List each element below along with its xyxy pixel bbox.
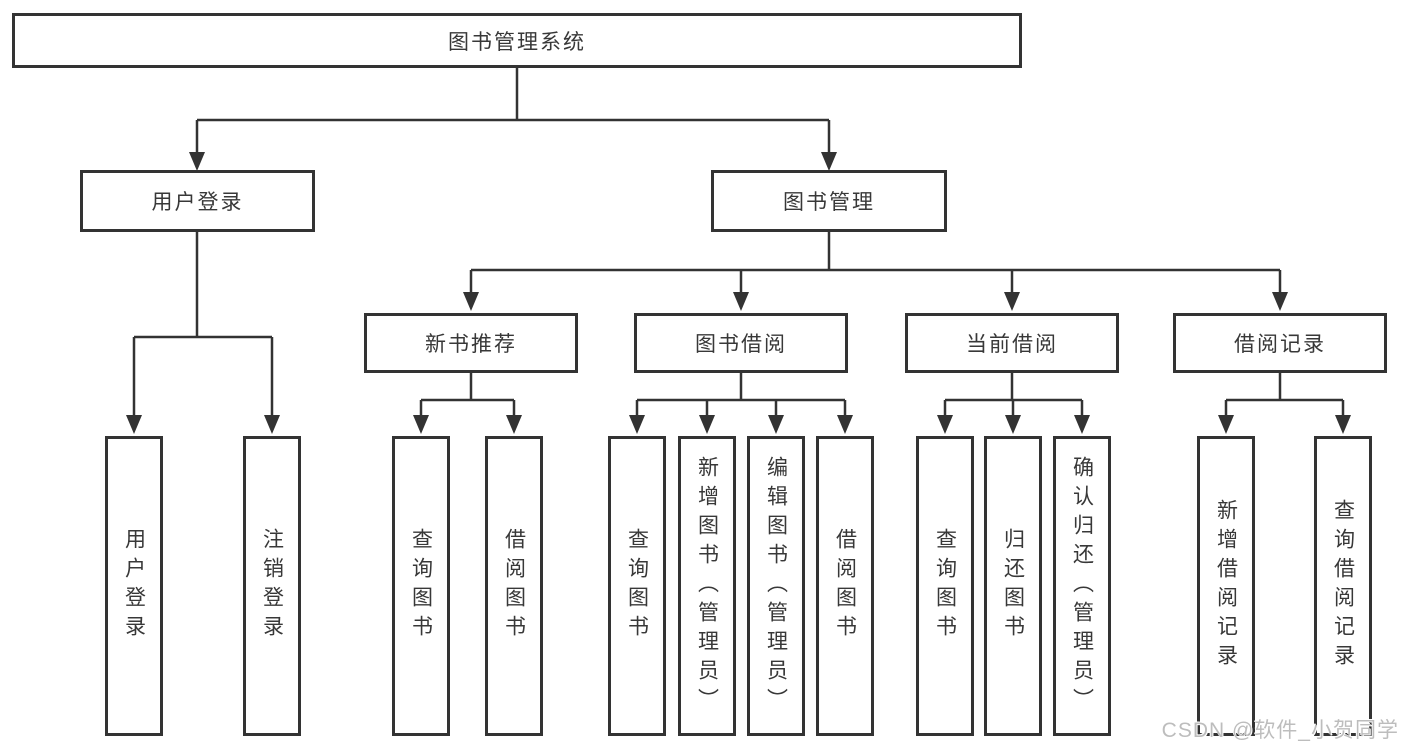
arrow-icon — [126, 415, 142, 434]
arrow-icon — [821, 152, 837, 171]
connector-book-borrowing-children — [635, 373, 847, 416]
arrow-icon — [1074, 415, 1090, 434]
arrow-icon — [837, 415, 853, 434]
leaf-add-books-admin: 新增图书（管理员） — [678, 436, 736, 736]
leaf-query-borrow-record: 查询借阅记录 — [1314, 436, 1372, 736]
arrowheads — [126, 152, 1351, 434]
arrow-icon — [506, 415, 522, 434]
arrow-icon — [629, 415, 645, 434]
leaf-label: 新增图书（管理员） — [695, 455, 719, 717]
node-borrowing-records: 借阅记录 — [1173, 313, 1387, 373]
arrow-icon — [264, 415, 280, 434]
connector-book-management-children — [469, 232, 1282, 293]
leaf-edit-books-admin: 编辑图书（管理员） — [747, 436, 805, 736]
leaf-label: 查询图书 — [625, 528, 649, 644]
connector-current-borrowing-children — [943, 373, 1084, 416]
leaf-label: 查询借阅记录 — [1331, 499, 1355, 673]
node-current-borrowing: 当前借阅 — [905, 313, 1119, 373]
leaf-label: 确认归还（管理员） — [1070, 455, 1094, 717]
leaf-label: 借阅图书 — [833, 528, 857, 644]
node-label: 借阅记录 — [1234, 333, 1326, 356]
leaf-label: 新增借阅记录 — [1214, 499, 1238, 673]
leaf-logout: 注销登录 — [243, 436, 301, 736]
leaf-label: 借阅图书 — [502, 528, 526, 644]
node-book-borrowing: 图书借阅 — [634, 313, 848, 373]
node-user-login: 用户登录 — [80, 170, 315, 232]
node-label: 当前借阅 — [966, 333, 1058, 356]
leaf-label: 归还图书 — [1001, 528, 1025, 644]
arrow-icon — [768, 415, 784, 434]
csdn-watermark: CSDN @软件_小贺同学 — [1161, 719, 1399, 742]
arrow-icon — [1005, 415, 1021, 434]
leaf-query-books-current: 查询图书 — [916, 436, 974, 736]
connector-new-book-children — [419, 373, 516, 416]
arrow-icon — [413, 415, 429, 434]
arrow-icon — [1272, 292, 1288, 311]
leaf-add-borrow-record: 新增借阅记录 — [1197, 436, 1255, 736]
node-new-book-recommendation: 新书推荐 — [364, 313, 578, 373]
leaf-borrow-books: 借阅图书 — [816, 436, 874, 736]
node-book-management: 图书管理 — [711, 170, 947, 232]
leaf-label: 用户登录 — [122, 528, 146, 644]
arrow-icon — [1335, 415, 1351, 434]
node-label: 图书管理系统 — [448, 30, 586, 54]
connector-root-to-level2 — [195, 68, 831, 153]
node-label: 新书推荐 — [425, 333, 517, 356]
leaf-label: 查询图书 — [409, 528, 433, 644]
arrow-icon — [463, 292, 479, 311]
leaf-return-books: 归还图书 — [984, 436, 1042, 736]
leaf-query-books-recommend: 查询图书 — [392, 436, 450, 736]
node-label: 图书借阅 — [695, 333, 787, 356]
leaf-label: 注销登录 — [260, 528, 284, 644]
leaf-user-login: 用户登录 — [105, 436, 163, 736]
leaf-query-books-borrowing: 查询图书 — [608, 436, 666, 736]
node-label: 图书管理 — [783, 191, 875, 214]
connector-user-login-children — [132, 232, 274, 416]
leaf-borrow-books-recommend: 借阅图书 — [485, 436, 543, 736]
arrow-icon — [1004, 292, 1020, 311]
arrow-icon — [699, 415, 715, 434]
leaf-label: 编辑图书（管理员） — [764, 455, 788, 717]
leaf-confirm-return-admin: 确认归还（管理员） — [1053, 436, 1111, 736]
leaf-label: 查询图书 — [933, 528, 957, 644]
arrow-icon — [733, 292, 749, 311]
connector-borrowing-records-children — [1224, 373, 1345, 416]
arrow-icon — [189, 152, 205, 171]
node-label: 用户登录 — [151, 191, 244, 214]
arrow-icon — [937, 415, 953, 434]
node-library-management-system: 图书管理系统 — [12, 13, 1022, 68]
arrow-icon — [1218, 415, 1234, 434]
